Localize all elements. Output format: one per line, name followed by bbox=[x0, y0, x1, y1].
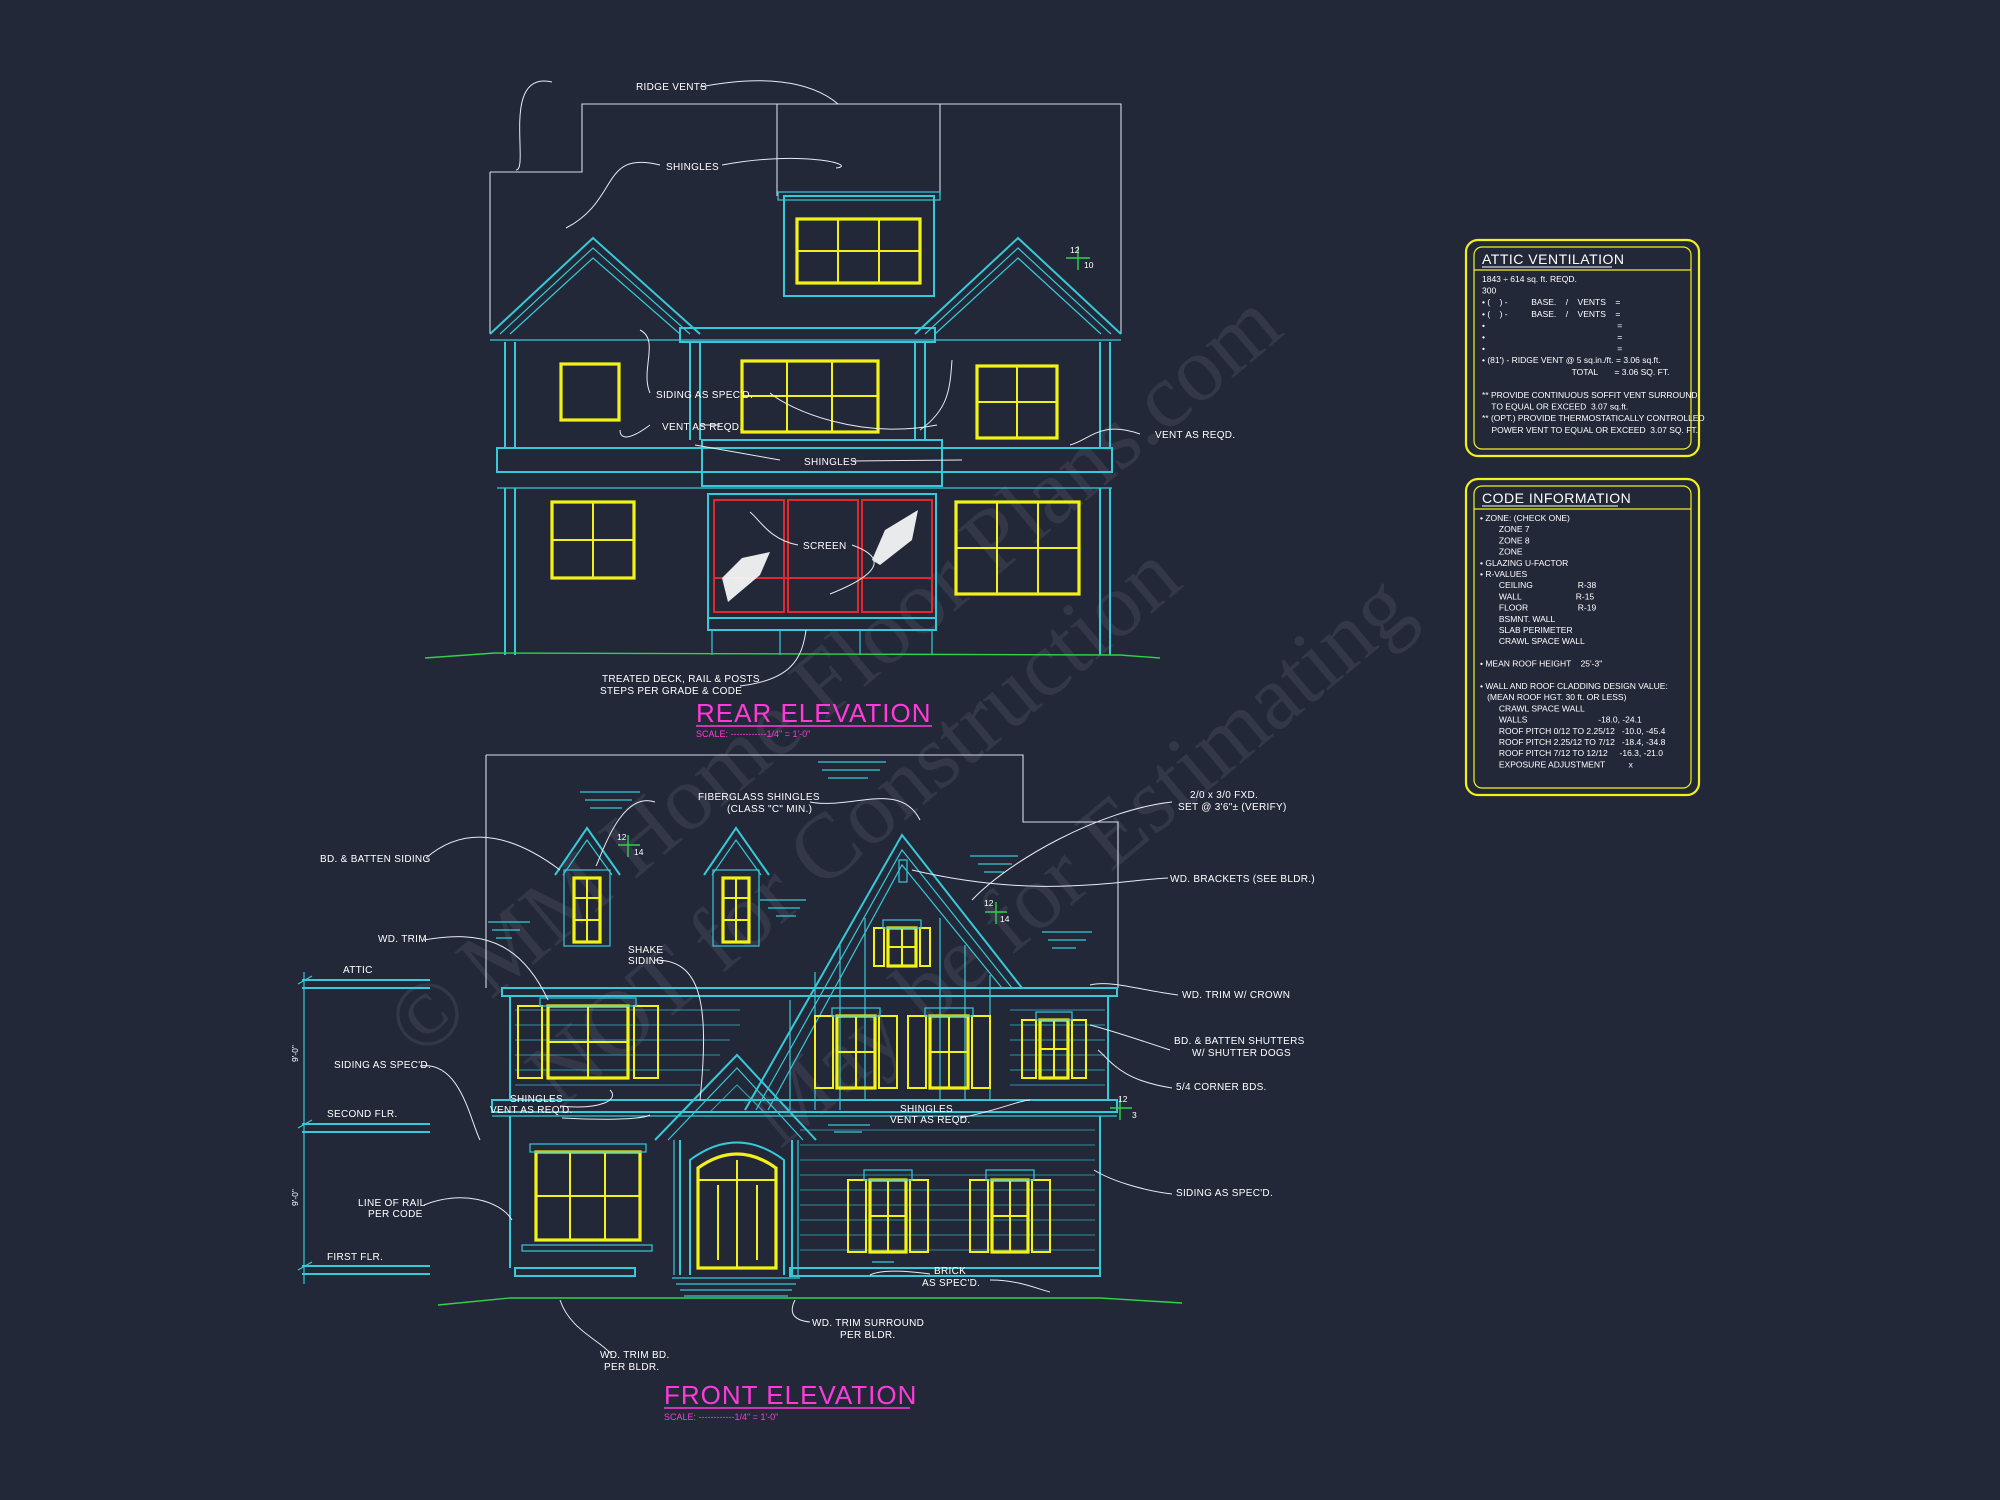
code-information-line: BSMNT. WALL bbox=[1480, 614, 1556, 624]
label-wd-brackets: WD. BRACKETS (SEE BLDR.) bbox=[1170, 874, 1315, 885]
label-surround-1: WD. TRIM SURROUND bbox=[812, 1318, 924, 1329]
label-wd-trim: WD. TRIM bbox=[378, 934, 427, 945]
rear-elevation-scale: SCALE: ------------1/4" = 1'-0" bbox=[696, 729, 810, 739]
front-pitch-c-rise: 12 bbox=[1118, 1094, 1128, 1104]
rear-pitch-run: 10 bbox=[1084, 260, 1094, 270]
attic-ventilation-line: POWER VENT TO EQUAL OR EXCEED 3.07 SQ. F… bbox=[1482, 425, 1698, 435]
code-information-line: SLAB PERIMETER bbox=[1480, 625, 1573, 635]
label-deck-2: STEPS PER GRADE & CODE bbox=[600, 686, 742, 697]
attic-ventilation-line: 1843 ÷ 614 sq. ft. REQD. bbox=[1482, 274, 1577, 284]
code-information-line: • MEAN ROOF HEIGHT 25'-3" bbox=[1480, 659, 1602, 669]
label-wd-trim-crown: WD. TRIM W/ CROWN bbox=[1182, 990, 1290, 1001]
label-siding: SIDING AS SPEC'D. bbox=[656, 390, 753, 401]
label-shingles-right: SHINGLES bbox=[900, 1104, 953, 1115]
label-shutters-1: BD. & BATTEN SHUTTERS bbox=[1174, 1036, 1305, 1047]
code-information-line: • GLAZING U-FACTOR bbox=[1480, 558, 1568, 568]
front-pitch-a-rise: 12 bbox=[617, 832, 627, 842]
attic-ventilation-line: ** PROVIDE CONTINUOUS SOFFIT VENT SURROU… bbox=[1482, 390, 1698, 400]
code-information-line: CRAWL SPACE WALL bbox=[1480, 703, 1585, 713]
label-vent-right: VENT AS REQD. bbox=[1155, 430, 1235, 441]
attic-ventilation-line: TO EQUAL OR EXCEED 3.07 sq.ft. bbox=[1482, 402, 1628, 412]
attic-ventilation-line: • ( ) - BASE. / VENTS = bbox=[1482, 297, 1620, 307]
code-information-line: • WALL AND ROOF CLADDING DESIGN VALUE: bbox=[1480, 681, 1668, 691]
code-information-lines: • ZONE: (CHECK ONE) ZONE 7 ZONE 8 ZONE• … bbox=[1480, 513, 1668, 769]
label-screen: SCREEN bbox=[803, 541, 846, 552]
attic-ventilation-line: 300 bbox=[1482, 286, 1496, 296]
dim-upper: 9'-0" bbox=[290, 1045, 300, 1062]
label-vent-left: VENT AS REQ'D. bbox=[490, 1105, 573, 1116]
dim-lower: 9'-0" bbox=[290, 1189, 300, 1206]
front-pitch-b-run: 14 bbox=[1000, 914, 1010, 924]
label-surround-2: PER BLDR. bbox=[840, 1330, 896, 1341]
attic-ventilation-line: • = bbox=[1482, 320, 1622, 330]
label-fiberglass-1: FIBERGLASS SHINGLES bbox=[698, 792, 820, 803]
code-information-line: • ZONE: (CHECK ONE) bbox=[1480, 513, 1570, 523]
rear-elevation-labels: RIDGE VENTS SHINGLES SIDING AS SPEC'D. V… bbox=[600, 82, 1235, 697]
label-vent-left: VENT AS REQD. bbox=[662, 422, 742, 433]
label-shutters-2: W/ SHUTTER DOGS bbox=[1192, 1048, 1291, 1059]
label-shake-2: SIDING bbox=[628, 956, 664, 967]
code-information-line: (MEAN ROOF HGT. 30 ft. OR LESS) bbox=[1480, 692, 1627, 702]
code-information-line: ZONE 7 bbox=[1480, 524, 1530, 534]
code-information-line: CRAWL SPACE WALL bbox=[1480, 636, 1585, 646]
label-trim-bd-2: PER BLDR. bbox=[604, 1362, 660, 1373]
rear-elevation-drawing: 12 10 RIDGE VENTS SHINGLES SIDING AS SPE… bbox=[424, 80, 1235, 739]
attic-ventilation-line: • ( ) - BASE. / VENTS = bbox=[1482, 309, 1620, 319]
label-brick-1: BRICK bbox=[934, 1266, 966, 1277]
front-elevation-title: FRONT ELEVATION bbox=[664, 1380, 917, 1410]
label-brick-2: AS SPEC'D. bbox=[922, 1278, 980, 1289]
code-information-line: ZONE bbox=[1480, 547, 1523, 557]
code-information-line: ROOF PITCH 0/12 TO 2.25/12 -10.0, -45.4 bbox=[1480, 726, 1666, 736]
front-elevation-labels: FIBERGLASS SHINGLES (CLASS "C" MIN.) 2/0… bbox=[320, 790, 1315, 1373]
label-corner-bds: 5/4 CORNER BDS. bbox=[1176, 1082, 1267, 1093]
attic-ventilation-box: ATTIC VENTILATION 1843 ÷ 614 sq. ft. REQ… bbox=[1464, 238, 1705, 458]
attic-ventilation-line: ** (OPT.) PROVIDE THERMOSTATICALLY CONTR… bbox=[1482, 413, 1705, 423]
attic-ventilation-line: • = bbox=[1482, 332, 1622, 342]
code-information-line: WALLS -18.0, -24.1 bbox=[1480, 715, 1642, 725]
label-rail-1: LINE OF RAIL bbox=[358, 1198, 426, 1209]
code-information-line: CEILING R-38 bbox=[1480, 580, 1596, 590]
label-fxd-2: SET @ 3'6"± (VERIFY) bbox=[1178, 802, 1287, 813]
code-information-title: CODE INFORMATION bbox=[1482, 490, 1631, 506]
attic-ventilation-line: • = bbox=[1482, 344, 1622, 354]
label-deck-1: TREATED DECK, RAIL & POSTS bbox=[602, 674, 760, 685]
code-information-line: EXPOSURE ADJUSTMENT x bbox=[1480, 759, 1634, 769]
label-shingles-left: SHINGLES bbox=[510, 1094, 563, 1105]
rear-pitch-rise: 12 bbox=[1070, 245, 1080, 255]
rear-elevation-title: REAR ELEVATION bbox=[696, 698, 932, 728]
attic-ventilation-line: TOTAL = 3.06 SQ. FT. bbox=[1482, 367, 1669, 377]
front-pitch-b-rise: 12 bbox=[984, 898, 994, 908]
label-batten-siding: BD. & BATTEN SIDING bbox=[320, 854, 431, 865]
label-ridge-vents: RIDGE VENTS bbox=[636, 82, 707, 93]
front-pitch-a-run: 14 bbox=[634, 847, 644, 857]
label-fxd-1: 2/0 x 3/0 FXD. bbox=[1190, 790, 1258, 801]
attic-ventilation-title: ATTIC VENTILATION bbox=[1482, 251, 1625, 267]
label-trim-bd-1: WD. TRIM BD. bbox=[600, 1350, 670, 1361]
code-information-line: FLOOR R-19 bbox=[1480, 603, 1596, 613]
code-information-box: CODE INFORMATION • ZONE: (CHECK ONE) ZON… bbox=[1464, 477, 1701, 797]
label-siding-left: SIDING AS SPEC'D. bbox=[334, 1060, 431, 1071]
label-rail-2: PER CODE bbox=[368, 1209, 423, 1220]
label-siding-right: SIDING AS SPEC'D. bbox=[1176, 1188, 1273, 1199]
code-information-line: ROOF PITCH 7/12 TO 12/12 -16.3, -21.0 bbox=[1480, 748, 1663, 758]
front-elevation-drawing: 12 14 12 14 12 3 ATTIC SECOND FLR. FIRST… bbox=[290, 754, 1315, 1422]
code-information-line: • R-VALUES bbox=[1480, 569, 1528, 579]
front-elevation-scale: SCALE: ------------1/4" = 1'-0" bbox=[664, 1412, 778, 1422]
label-shingles-top: SHINGLES bbox=[666, 162, 719, 173]
code-information-line: ROOF PITCH 2.25/12 TO 7/12 -18.4, -34.8 bbox=[1480, 737, 1666, 747]
front-pitch-c-run: 3 bbox=[1132, 1110, 1137, 1120]
label-vent-right: VENT AS REQD. bbox=[890, 1115, 970, 1126]
level-attic: ATTIC bbox=[343, 965, 373, 976]
label-fiberglass-2: (CLASS "C" MIN.) bbox=[727, 804, 812, 815]
level-second-floor: SECOND FLR. bbox=[327, 1109, 398, 1120]
attic-ventilation-line: • (81') - RIDGE VENT @ 5 sq.in./ft. = 3.… bbox=[1482, 355, 1661, 365]
attic-ventilation-lines: 1843 ÷ 614 sq. ft. REQD.300• ( ) - BASE.… bbox=[1482, 274, 1705, 435]
label-shingles-mid: SHINGLES bbox=[804, 457, 857, 468]
code-information-line: ZONE 8 bbox=[1480, 535, 1530, 545]
code-information-line: WALL R-15 bbox=[1480, 591, 1594, 601]
label-shake-1: SHAKE bbox=[628, 945, 663, 956]
level-first-floor: FIRST FLR. bbox=[327, 1252, 383, 1263]
